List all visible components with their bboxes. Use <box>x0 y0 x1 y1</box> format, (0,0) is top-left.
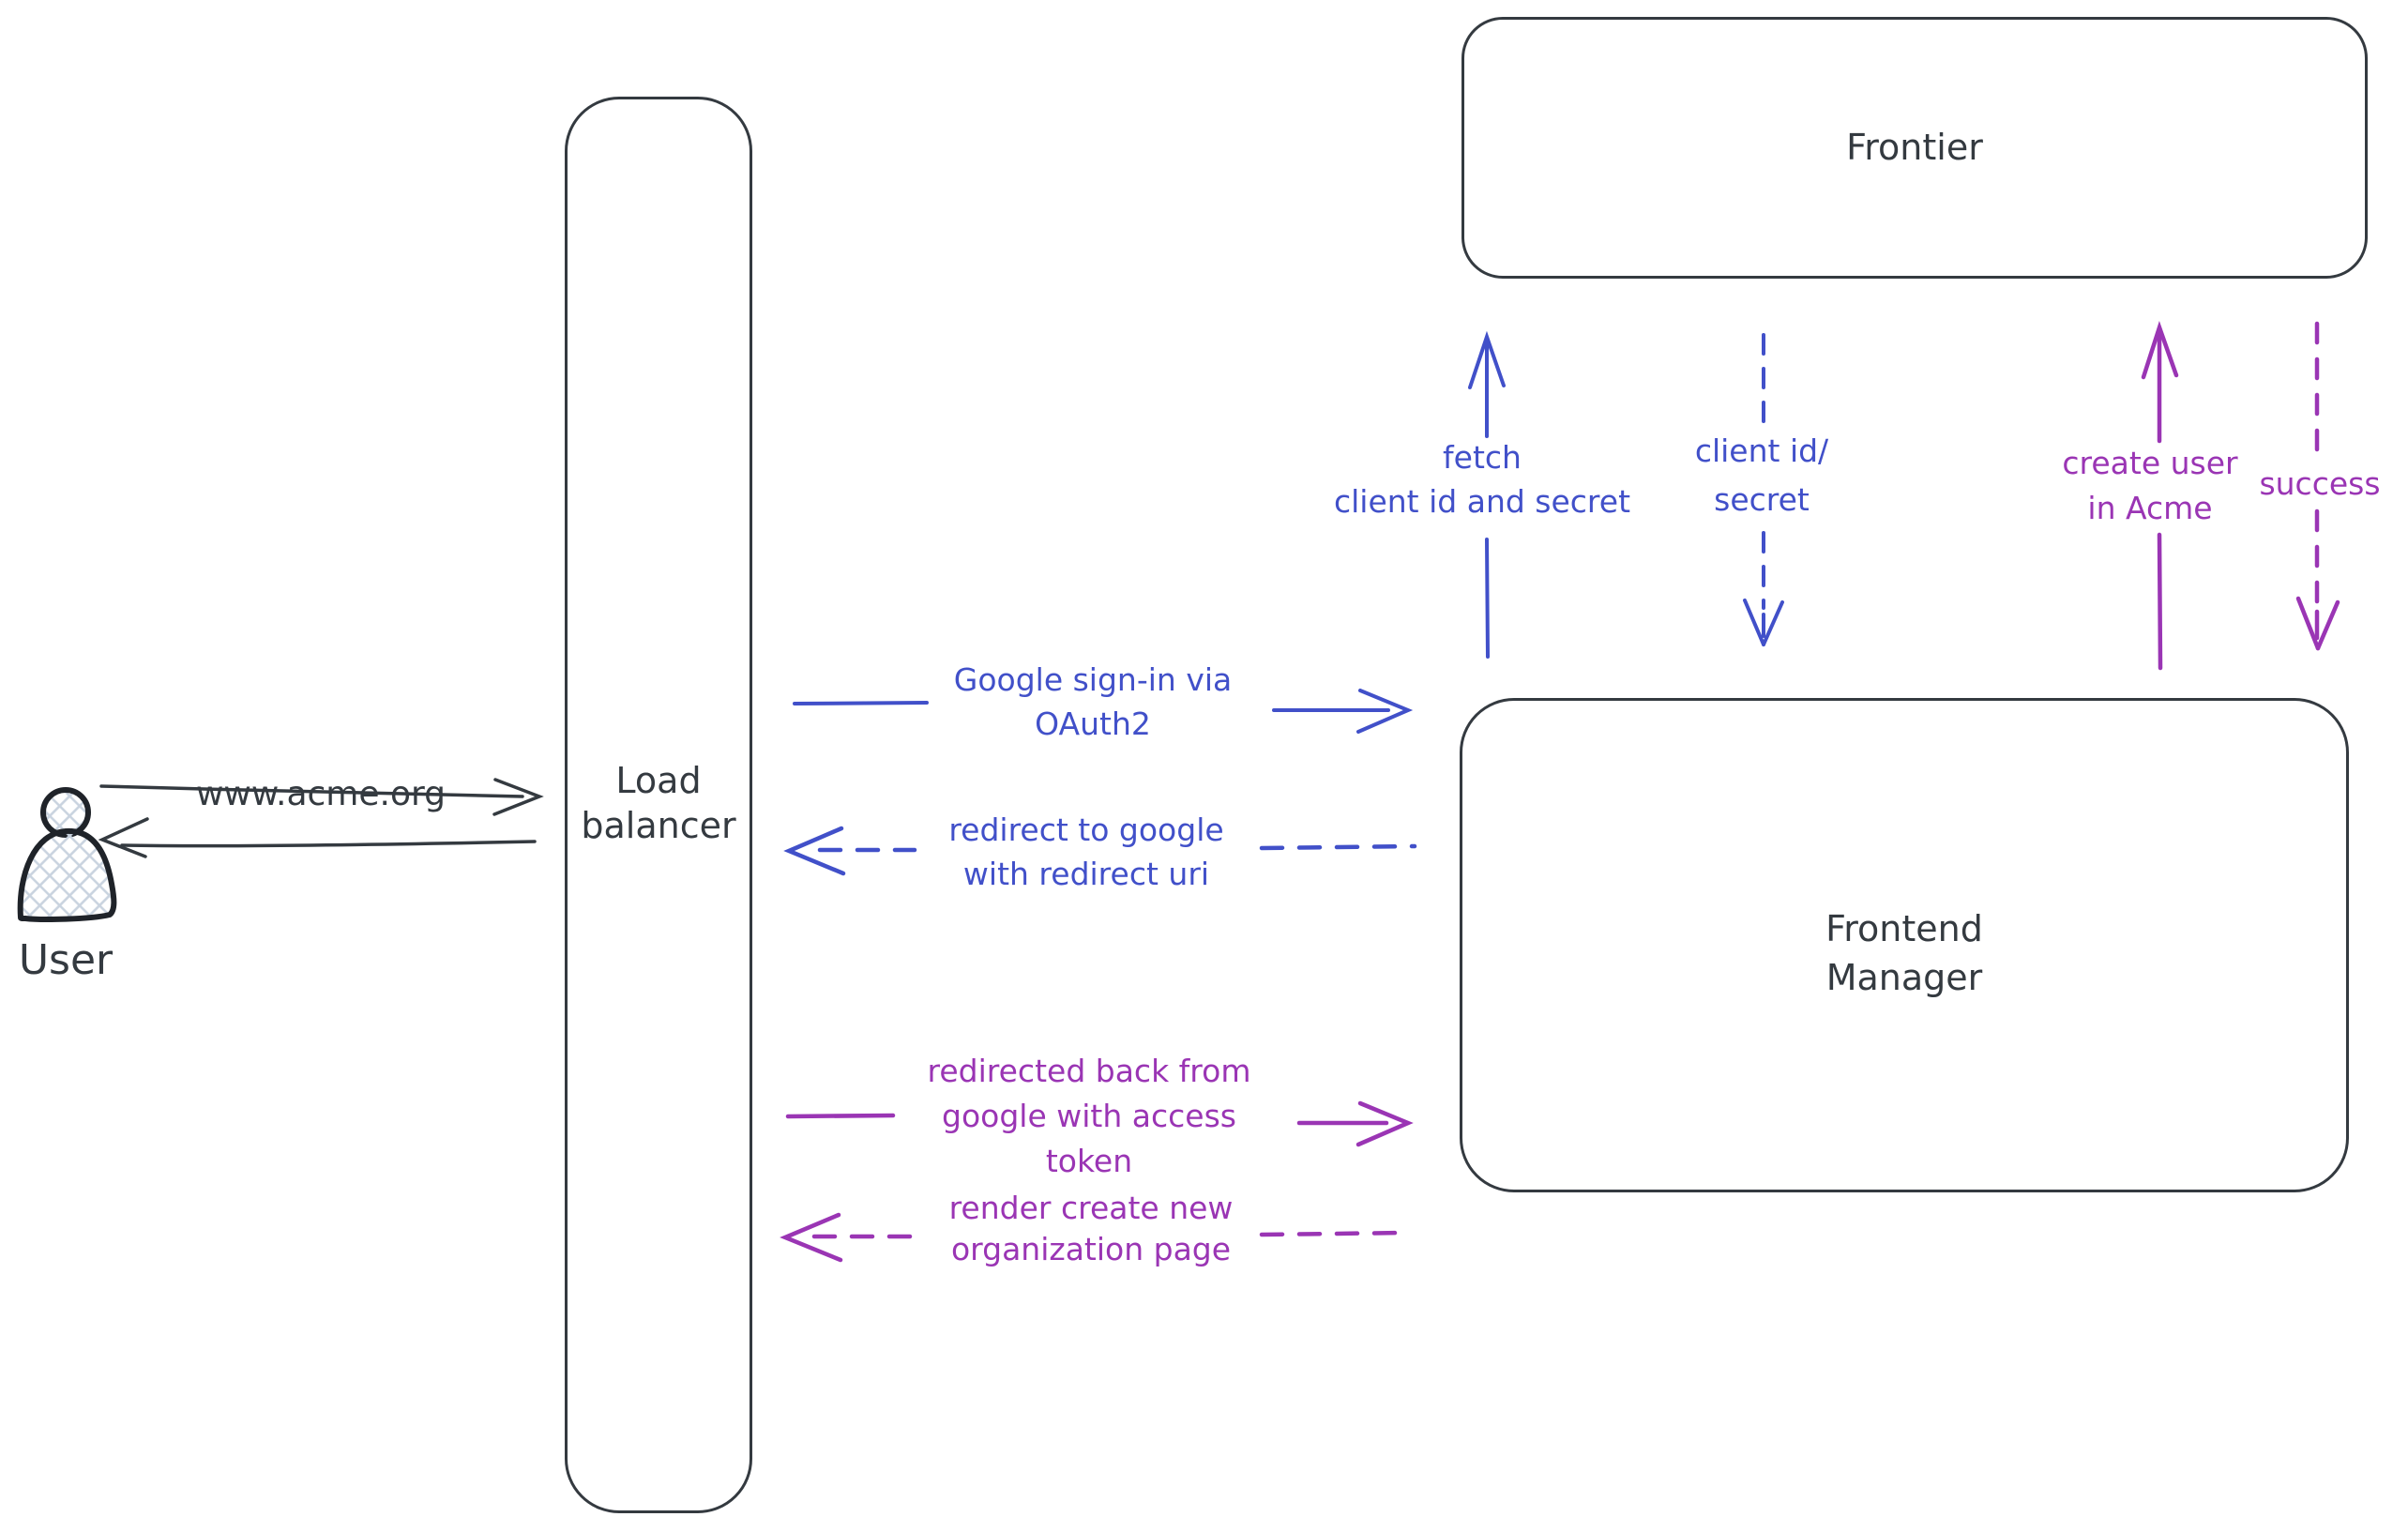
google-signin-label: Google sign-in via OAuth2 <box>953 661 1233 742</box>
user-figure-icon[interactable] <box>17 787 117 922</box>
load-balancer-box[interactable] <box>565 97 752 1513</box>
arrow-success[interactable] <box>2295 321 2340 651</box>
user-head <box>40 787 91 838</box>
load-balancer-label: Load balancer <box>581 760 736 846</box>
render-org-page-label: render create new organization page <box>948 1190 1234 1267</box>
arrow-create-user[interactable] <box>2141 320 2179 671</box>
success-label: success <box>2259 465 2381 502</box>
arrow-return-to-user[interactable] <box>98 817 537 858</box>
arrow-fetch-client-id[interactable] <box>1468 330 1506 659</box>
frontier-label: Frontier <box>1846 127 1983 168</box>
redirect-to-google-label: redirect to google with redirect uri <box>948 812 1224 892</box>
redirected-back-label: redirected back from google with access … <box>927 1053 1251 1179</box>
arrow-redirected-back[interactable] <box>785 1100 1414 1147</box>
arrow-redirect-to-google[interactable] <box>783 826 1417 876</box>
fetch-client-id-label: fetch client id and secret <box>1333 439 1631 520</box>
arrow-www-acme[interactable] <box>99 778 544 816</box>
user-body <box>17 827 117 922</box>
frontend-manager-label: Frontend Manager <box>1825 908 1983 998</box>
arrow-google-signin[interactable] <box>793 689 1414 734</box>
user-label: User <box>18 936 114 984</box>
arrow-render-org-page[interactable] <box>780 1212 1410 1263</box>
frontier-box[interactable] <box>1461 17 2368 279</box>
frontend-manager-box[interactable] <box>1460 698 2349 1192</box>
arrow-client-id-secret[interactable] <box>1743 333 1784 646</box>
create-user-label: create user in Acme <box>2062 445 2238 526</box>
www-acme-label: www.acme.org <box>195 775 447 813</box>
client-id-secret-label: client id/ secret <box>1694 432 1829 518</box>
